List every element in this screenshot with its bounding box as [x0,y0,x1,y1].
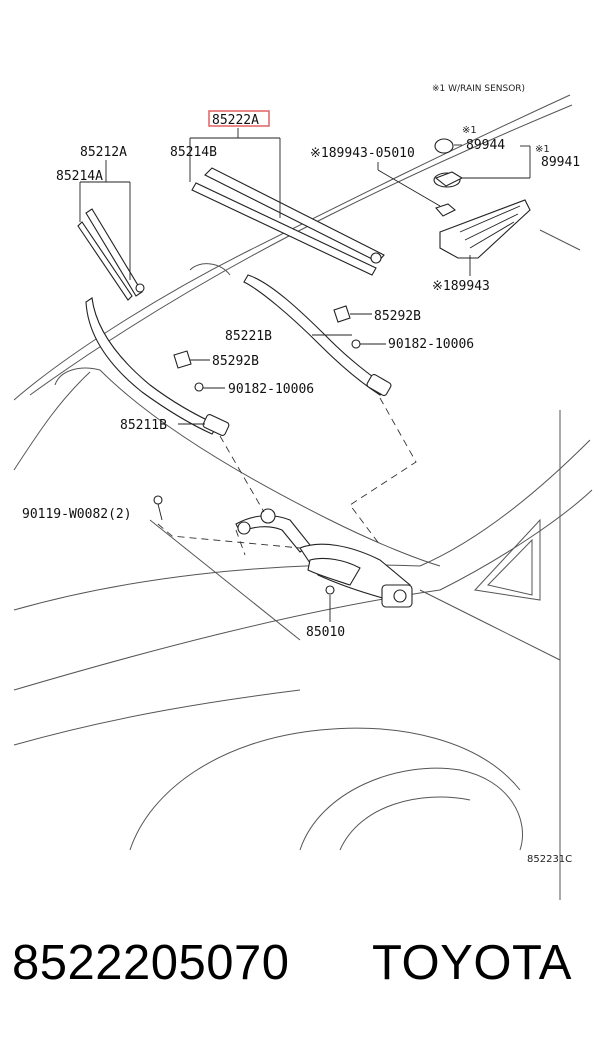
label-89941-mark: ※1 [535,144,550,155]
nut-90182-upper [351,339,361,349]
label-90119-W0082: 90119-W0082(2) [22,507,132,522]
wiper-motor-link-85010 [235,508,413,608]
diagram-ref-code: 852231C [527,854,572,865]
label-85211B: 85211B [120,418,167,433]
brand-name: TOYOTA [372,936,572,990]
label-89941: 89941 [541,155,580,170]
rain-sensor-unit [433,171,464,188]
label-85221B: 85221B [225,329,272,344]
label-85222A: 85222A [212,113,259,128]
cap-85292B-upper [333,305,351,323]
parts-diagram: ※1 W/RAIN SENSOR) 85222A 85212A 85214B 8… [13,84,593,900]
leader-lines [79,128,531,622]
label-90182-lower: 90182-10006 [228,382,314,397]
label-85292B-upper: 85292B [374,309,421,324]
label-89943-05010: ※189943-05010 [310,146,415,161]
rain-sensor-gel [434,138,454,154]
wiper-arm-85211B [85,297,230,436]
rain-sensor-cover [439,199,531,259]
diagram-note: ※1 W/RAIN SENSOR) [432,84,525,94]
label-89944-mark: ※1 [462,125,477,136]
part-number: 8522205070 [12,936,290,990]
label-85292B-lower: 85292B [212,354,259,369]
nut-90182-lower [194,382,204,392]
highlight-box [208,110,270,127]
label-89944: 89944 [466,138,505,153]
label-90182-upper: 90182-10006 [388,337,474,352]
label-85010: 85010 [306,625,345,640]
label-85214B: 85214B [170,145,217,160]
rain-sensor-clip [435,203,456,217]
wiper-blade-85214B [191,167,385,276]
label-89943: ※189943 [432,279,490,294]
label-85212A: 85212A [80,145,127,160]
label-85214A: 85214A [56,169,103,184]
footer: 8522205070 TOYOTA [0,935,600,1015]
cap-85292B-lower [173,350,192,369]
wiper-blade-85214A [77,208,145,301]
assembly-dashed-lines [157,397,417,556]
bolt-90119 [153,495,163,521]
